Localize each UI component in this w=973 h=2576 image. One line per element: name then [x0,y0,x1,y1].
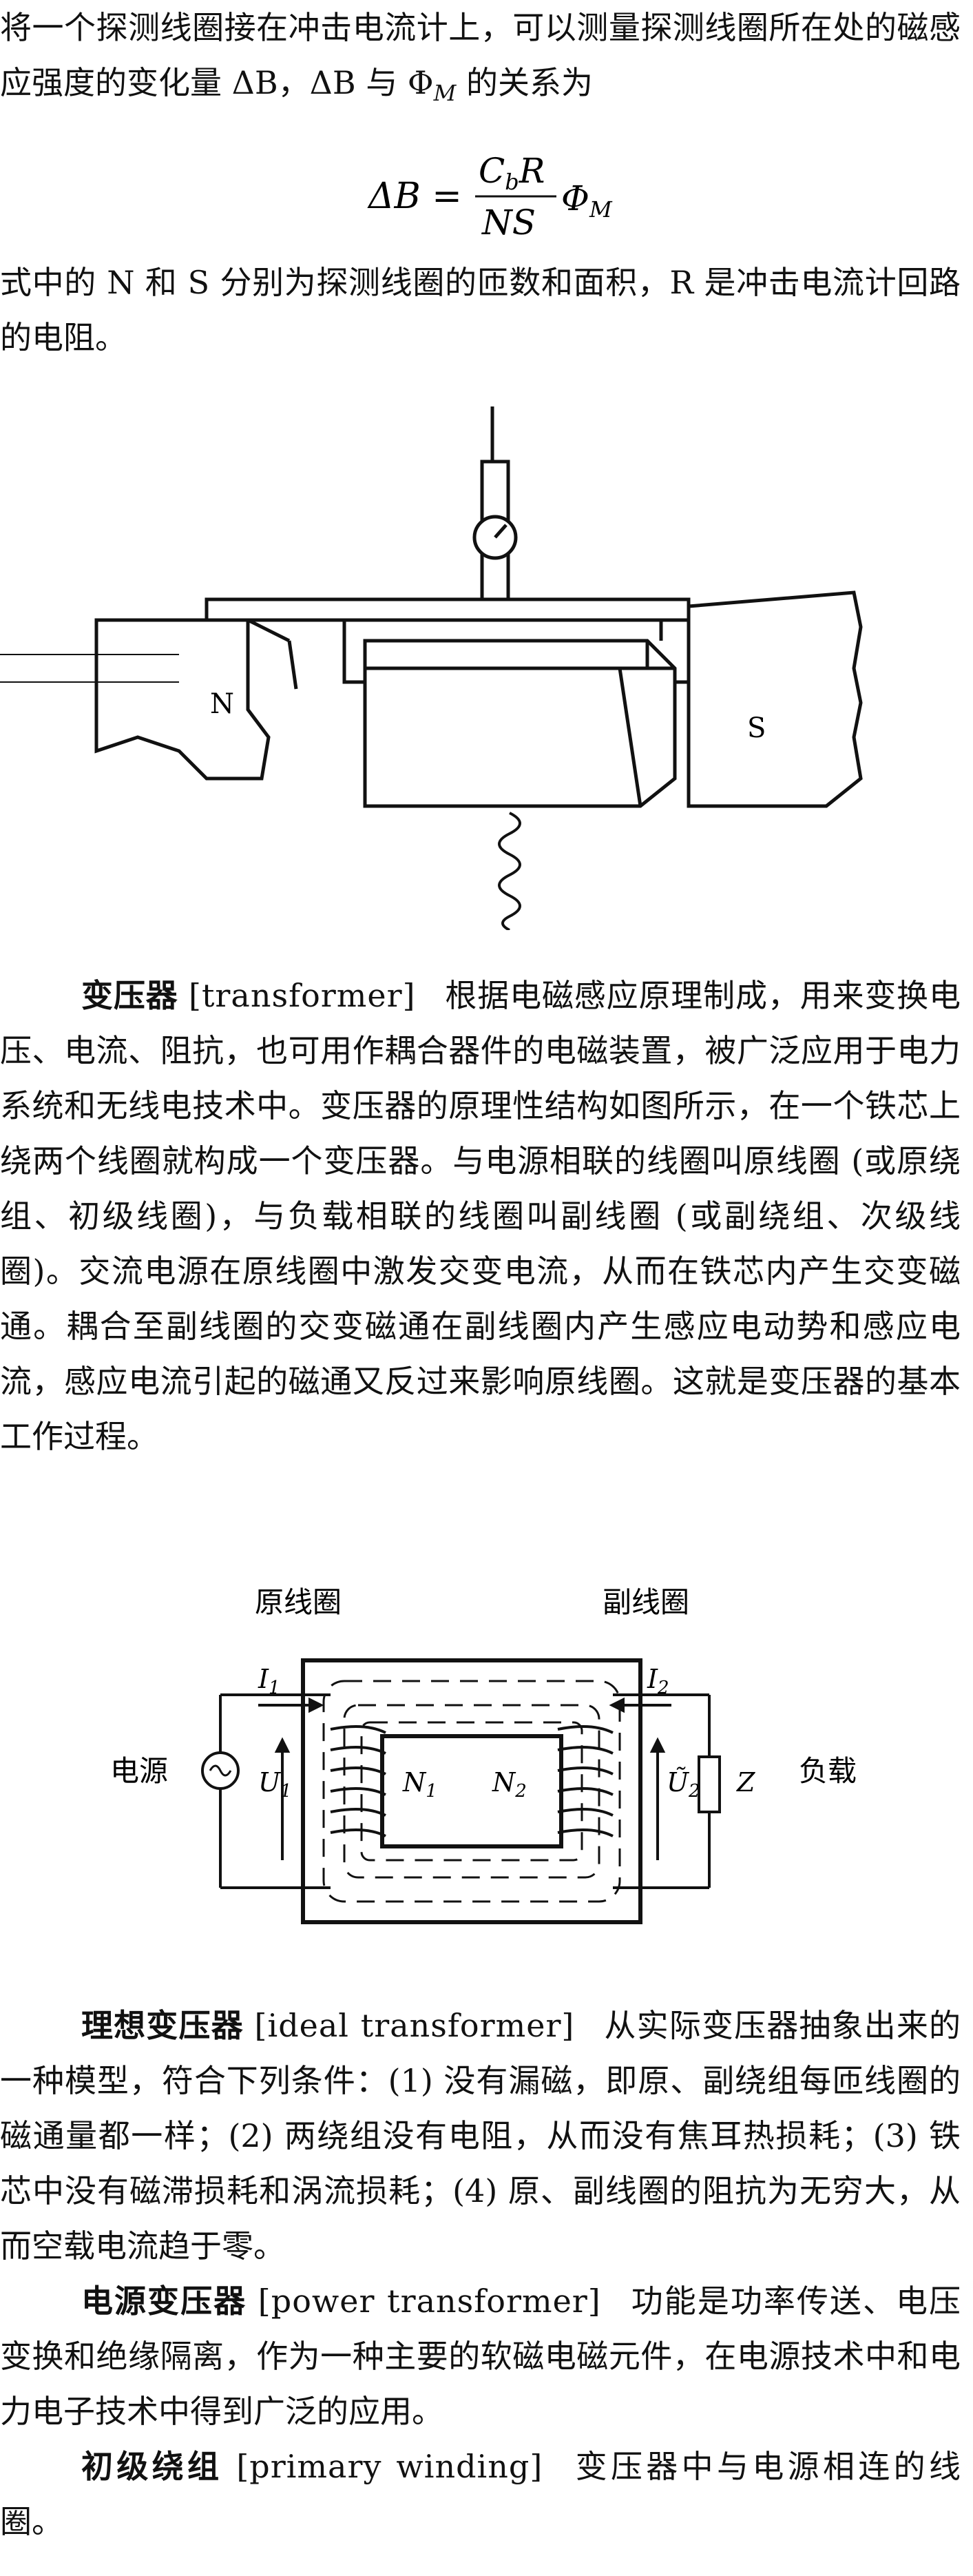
magnet-n-label: N [210,688,234,720]
figure-magnet-coil-graphic: N S [0,406,863,931]
u2-label: Ũ2 [667,1767,700,1802]
explanation-paragraph: 式中的 N 和 S 分别为探测线圈的匝数和面积，R 是冲击电流计回路的电阻。 [0,264,961,356]
formula-graphic: ΔB = CbR NS ΦM [367,151,613,243]
entry-definition: 从实际变压器抽象出来的一种模型，符合下列条件：(1) 没有漏磁，即原、副绕组每匝… [0,2007,961,2265]
source-label: 电源 [110,1754,168,1788]
i2-label: I2 [647,1664,669,1698]
figure-transformer: 原线圈 副线圈 [0,1571,973,1943]
u1-label: U1 [258,1767,292,1802]
intro-paragraph: 将一个探测线圈接在冲击电流计上，可以测量探测线圈所在处的磁感应强度的变化量 ΔB… [0,0,961,121]
entry-definition: 功能是功率传送、电压变换和绝缘隔离，作为一种主要的软磁电磁元件，在电源技术中和电… [0,2283,961,2430]
entry-term: 理想变压器 [81,2007,244,2044]
intro-text-end: 的关系为 [456,64,594,101]
entry-transformer: 变压器 [transformer]根据电磁感应原理制成，用来变换电压、电流、阻抗… [0,968,961,1464]
entry-english: [transformer] [189,977,416,1014]
entry-term: 初级绕组 [81,2448,223,2485]
entry-power-transformer: 电源变压器 [power transformer]功能是功率传送、电压变换和绝缘… [0,2274,961,2439]
intro-text: 将一个探测线圈接在冲击电流计上，可以测量探测线圈所在处的磁感应强度的变化量 ΔB… [0,9,961,101]
secondary-coil-label: 副线圈 [603,1585,689,1619]
load-label: 负载 [799,1754,857,1788]
intro-subscript: M [433,80,457,107]
entry-english: [power transformer] [258,2283,601,2320]
formula-lhs: ΔB = [367,176,462,217]
formula-rhs: ΦM [561,178,613,223]
entry-english: [primary winding] [236,2448,543,2485]
formula-denominator: NS [481,203,536,243]
figure-transformer-graphic: 原线圈 副线圈 [110,1585,857,1924]
magnet-s-label: S [747,712,766,744]
entry-primary-winding: 初级绕组 [primary winding]变压器中与电源相连的线圈。 [0,2439,961,2549]
z-label: Z [736,1767,755,1797]
formula: ΔB = CbR NS ΦM [0,141,973,251]
figure-magnet-coil: N S [0,393,973,931]
formula-numerator: CbR [479,151,545,195]
n1-label: N1 [402,1767,437,1802]
entry-definition: 变压器中与电源相连的线圈。 [0,2448,961,2540]
entry-english: [ideal transformer] [254,2007,575,2044]
n2-label: N2 [492,1767,527,1802]
entry-definition: 根据电磁感应原理制成，用来变换电压、电流、阻抗，也可用作耦合器件的电磁装置，被广… [0,977,961,1455]
primary-coil-label: 原线圈 [255,1585,342,1619]
entry-ideal-transformer: 理想变压器 [ideal transformer]从实际变压器抽象出来的一种模型… [0,1998,961,2274]
entry-term: 电源变压器 [81,2283,247,2320]
i1-label: I1 [258,1664,280,1698]
entry-term: 变压器 [81,977,178,1014]
